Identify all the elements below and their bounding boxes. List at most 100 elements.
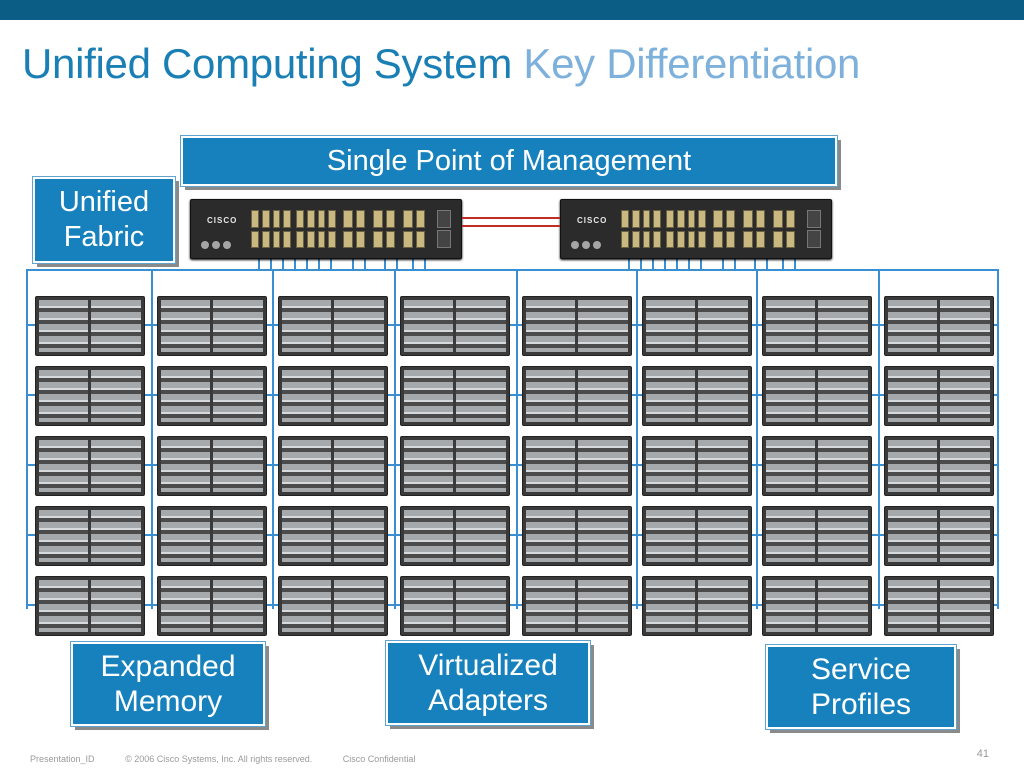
port-group [773, 210, 795, 248]
fabric-row-line [26, 534, 999, 536]
uplink-line [424, 250, 426, 270]
fabric-rail-line [272, 269, 274, 609]
uplink-line [734, 250, 736, 270]
footer-copyright: © 2006 Cisco Systems, Inc. All rights re… [125, 754, 313, 764]
callout-label: Single Point of Management [326, 144, 692, 177]
port-group [296, 210, 336, 248]
fabric-rail-line [26, 269, 28, 609]
callout-service-profiles: Service Profiles [766, 645, 956, 729]
fabric-rail-line [516, 269, 518, 609]
blade-chassis [522, 576, 632, 636]
blade-chassis [884, 296, 994, 356]
blade-chassis [762, 506, 872, 566]
blade-chassis [884, 366, 994, 426]
fabric-rail-line [878, 269, 880, 609]
fabric-interconnect-switch-b: CISCO [560, 199, 832, 259]
blade-chassis [400, 296, 510, 356]
callout-label-line-1: Virtualized [418, 649, 558, 682]
fabric-row-line [26, 324, 999, 326]
callout-unified-fabric: Unified Fabric [33, 177, 175, 263]
blade-chassis [522, 436, 632, 496]
uplink-line [396, 250, 398, 270]
blade-chassis [400, 506, 510, 566]
callout-label-line-2: Profiles [810, 688, 912, 721]
uplink-line [664, 250, 666, 270]
uplink-line [306, 250, 308, 270]
uplink-line [282, 250, 284, 270]
port-group [343, 210, 365, 248]
power-supply [437, 210, 451, 248]
cisco-logo: CISCO [207, 216, 238, 225]
fabric-rail-line [636, 269, 638, 609]
uplink-line [766, 250, 768, 270]
callout-single-point-of-management: Single Point of Management [181, 136, 837, 186]
callout-virtualized-adapters: Virtualized Adapters [386, 641, 590, 725]
blade-chassis [157, 296, 267, 356]
uplink-line [676, 250, 678, 270]
port-group [743, 210, 765, 248]
uplink-line [294, 250, 296, 270]
management-ports [571, 236, 611, 249]
blade-chassis [642, 506, 752, 566]
blade-chassis [35, 506, 145, 566]
blade-chassis [642, 576, 752, 636]
blade-chassis [642, 366, 752, 426]
fabric-row-line [26, 394, 999, 396]
callout-label-line-1: Expanded [100, 650, 236, 683]
uplink-line [258, 250, 260, 270]
fabric-rail-line [997, 269, 999, 609]
blade-chassis [278, 576, 388, 636]
callout-label-line-1: Unified [58, 186, 150, 218]
port-group [713, 210, 735, 248]
fabric-bus-line [26, 269, 999, 271]
fabric-rail-line [151, 269, 153, 609]
blade-chassis [278, 366, 388, 426]
uplink-line [652, 250, 654, 270]
blade-chassis [35, 576, 145, 636]
uplink-line [364, 250, 366, 270]
blade-chassis [762, 296, 872, 356]
top-bar [0, 0, 1024, 20]
cisco-logo: CISCO [577, 216, 608, 225]
port-group [373, 210, 395, 248]
uplink-line [794, 250, 796, 270]
fabric-row-line [26, 604, 999, 606]
uplink-line [782, 250, 784, 270]
cluster-link [462, 217, 560, 219]
callout-label-line-2: Memory [113, 685, 223, 718]
uplink-line [688, 250, 690, 270]
cluster-link [462, 225, 560, 227]
title-accent: Key Differentiation [523, 40, 861, 87]
port-group [251, 210, 291, 248]
blade-chassis [642, 436, 752, 496]
blade-chassis [278, 296, 388, 356]
blade-chassis [522, 366, 632, 426]
blade-chassis [762, 436, 872, 496]
uplink-line [384, 250, 386, 270]
blade-chassis [400, 436, 510, 496]
title-main: Unified Computing System [22, 40, 513, 87]
footer: Presentation_ID © 2006 Cisco Systems, In… [30, 754, 443, 764]
management-ports [201, 236, 241, 249]
blade-chassis [157, 366, 267, 426]
uplink-line [318, 250, 320, 270]
uplink-line [412, 250, 414, 270]
blade-chassis [278, 436, 388, 496]
blade-chassis [157, 436, 267, 496]
uplink-line [270, 250, 272, 270]
fabric-row-line [26, 464, 999, 466]
blade-chassis [762, 366, 872, 426]
uplink-line [722, 250, 724, 270]
fabric-rail-line [394, 269, 396, 609]
port-group [621, 210, 661, 248]
blade-chassis [884, 576, 994, 636]
blade-chassis [35, 436, 145, 496]
blade-chassis [522, 506, 632, 566]
blade-chassis [642, 296, 752, 356]
callout-label-line-2: Adapters [427, 684, 549, 717]
callout-label-line-2: Fabric [63, 221, 145, 253]
blade-chassis [157, 576, 267, 636]
callout-expanded-memory: Expanded Memory [71, 642, 265, 726]
uplink-line [628, 250, 630, 270]
